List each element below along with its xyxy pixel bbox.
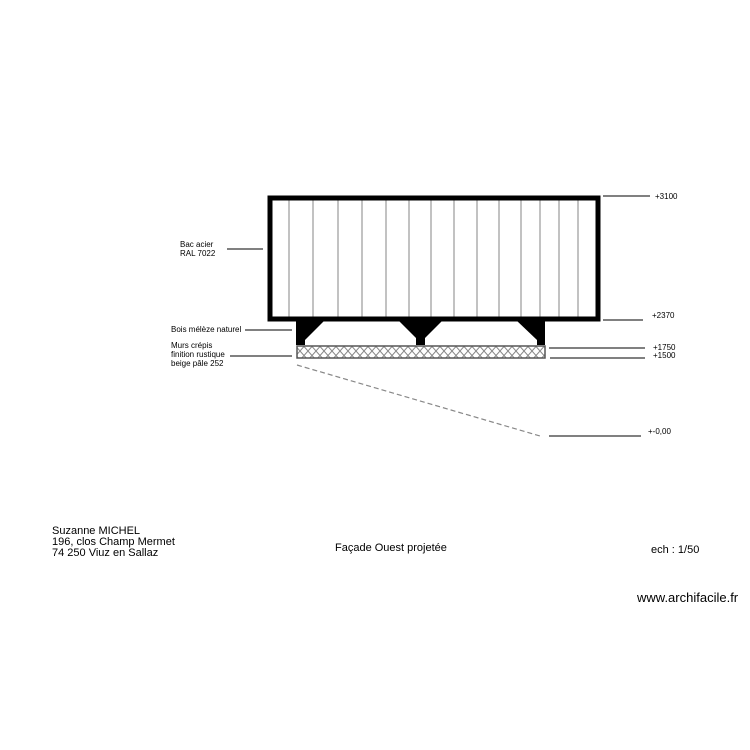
annotation-walls-line-3: beige pâle 252	[171, 359, 224, 368]
annotation-cladding: Bac acier RAL 7022	[180, 240, 215, 258]
annotation-timber: Bois mélèze naturel	[171, 325, 241, 334]
cladding-panel	[267, 195, 601, 322]
client-address-line-1: 196, clos Champ Mermet	[52, 536, 175, 548]
annotation-cladding-line-1: Bac acier	[180, 240, 214, 249]
annotation-cladding-line-2: RAL 7022	[180, 249, 216, 258]
ground-projection-dashed-line	[296, 364, 541, 437]
plastered-wall	[296, 345, 546, 359]
level-label-top: +3100	[655, 192, 678, 201]
annotation-walls-line-1: Murs crépis	[171, 341, 213, 350]
level-label-wall-top: +1750	[653, 343, 676, 352]
website-link[interactable]: www.archifacile.fr	[637, 590, 739, 605]
client-block: Suzanne MICHEL 196, clos Champ Mermet 74…	[52, 526, 175, 559]
drawing-title: Façade Ouest projetée	[335, 542, 447, 554]
timber-brace-middle-left	[398, 320, 416, 338]
drawing-scale: ech : 1/50	[651, 544, 700, 556]
client-address-line-2: 74 250 Viuz en Sallaz	[52, 547, 159, 559]
timber-post-middle	[416, 318, 425, 345]
timber-brace-left	[305, 320, 325, 340]
timber-frame	[296, 318, 545, 345]
timber-post-left	[296, 318, 305, 345]
timber-brace-right	[516, 320, 537, 340]
cladding-ribs	[288, 200, 579, 317]
annotation-walls-line-2: finition rustique	[171, 350, 225, 359]
level-label-wall-bottom: +1500	[653, 351, 676, 360]
cladding-frame	[267, 195, 601, 322]
annotation-timber-line-1: Bois mélèze naturel	[171, 325, 242, 334]
timber-post-right	[537, 318, 545, 345]
annotation-walls: Murs crépis finition rustique beige pâle…	[171, 341, 225, 368]
level-label-panel-bottom: +2370	[652, 311, 675, 320]
timber-brace-middle-right	[425, 320, 443, 338]
client-name: Suzanne MICHEL	[52, 525, 141, 537]
level-label-ground: +-0,00	[648, 427, 671, 436]
